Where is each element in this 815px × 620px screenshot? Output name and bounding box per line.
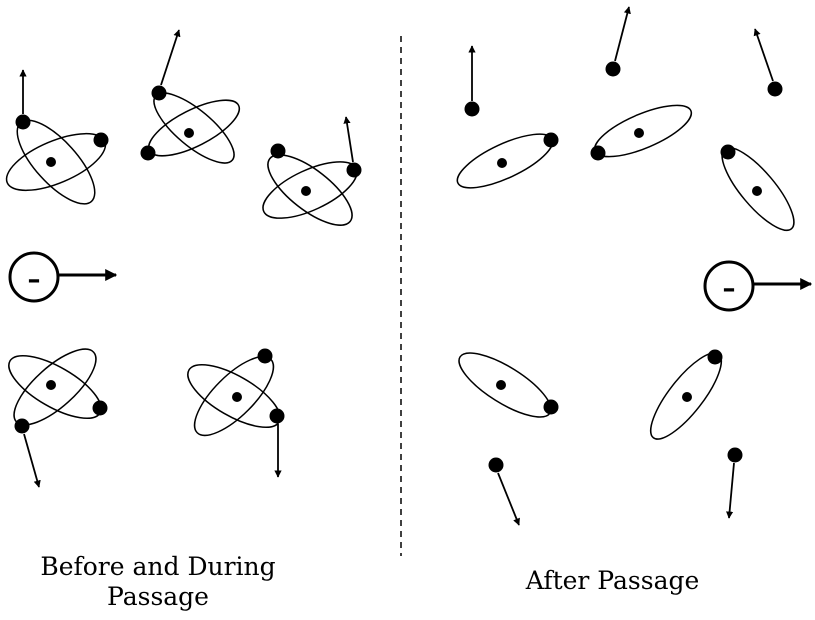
nucleus [46,157,56,167]
electron [269,408,285,424]
nucleus [232,392,242,402]
atom-left-4 [8,348,108,488]
electron [92,400,108,416]
electron-arrow [160,29,181,86]
ion-right-1 [456,132,559,189]
electron [727,447,743,463]
electron [543,399,559,415]
electron-orbit [267,154,353,226]
electron [590,145,606,161]
nucleus [46,380,56,390]
nucleus [301,186,311,196]
nucleus [682,392,692,402]
electron [15,114,31,130]
free-electron-1 [464,45,480,117]
caption-after-passage: After Passage [525,566,700,595]
free-electron-2 [605,6,631,77]
caption-before-during-passage: Before and During Passage [40,552,276,611]
electron [707,349,723,365]
electron [14,418,30,434]
nucleus [497,158,507,168]
electron [257,348,273,364]
electron [605,61,621,77]
free-electron-5 [726,447,743,519]
particle-circle [8,251,60,303]
charged-particle-right: – [703,260,813,312]
electron [488,457,504,473]
electron [464,101,480,117]
ion-right-3 [720,144,795,232]
ion-right-5 [649,349,723,440]
free-electron-4 [488,457,520,526]
electron [151,85,167,101]
electron-arrow [343,116,354,163]
electron-arrow [497,472,520,526]
particle-sign: – [723,274,736,304]
electron [720,144,736,160]
free-electron-3 [753,28,783,97]
charged-particle-left: – [8,251,118,303]
ion-right-2 [590,104,693,161]
atom-left-1 [5,69,109,205]
electron [346,162,362,178]
electron-arrow [726,462,735,519]
electron-arrow [23,433,41,488]
particle-circle [703,260,755,312]
electron [767,81,783,97]
atom-left-3 [262,116,362,226]
electron-arrow [753,28,774,82]
electron [543,132,559,148]
electron-orbit [147,99,241,157]
particle-sign: – [28,265,41,295]
nucleus [752,186,762,196]
electron [140,145,156,161]
nucleus [634,128,644,138]
nucleus [184,128,194,138]
atom-left-2 [140,29,241,164]
atom-left-5 [187,348,285,478]
electron [93,132,109,148]
electron-arrow [614,6,631,62]
electron [270,143,286,159]
ion-right-4 [458,352,559,418]
nucleus [496,380,506,390]
